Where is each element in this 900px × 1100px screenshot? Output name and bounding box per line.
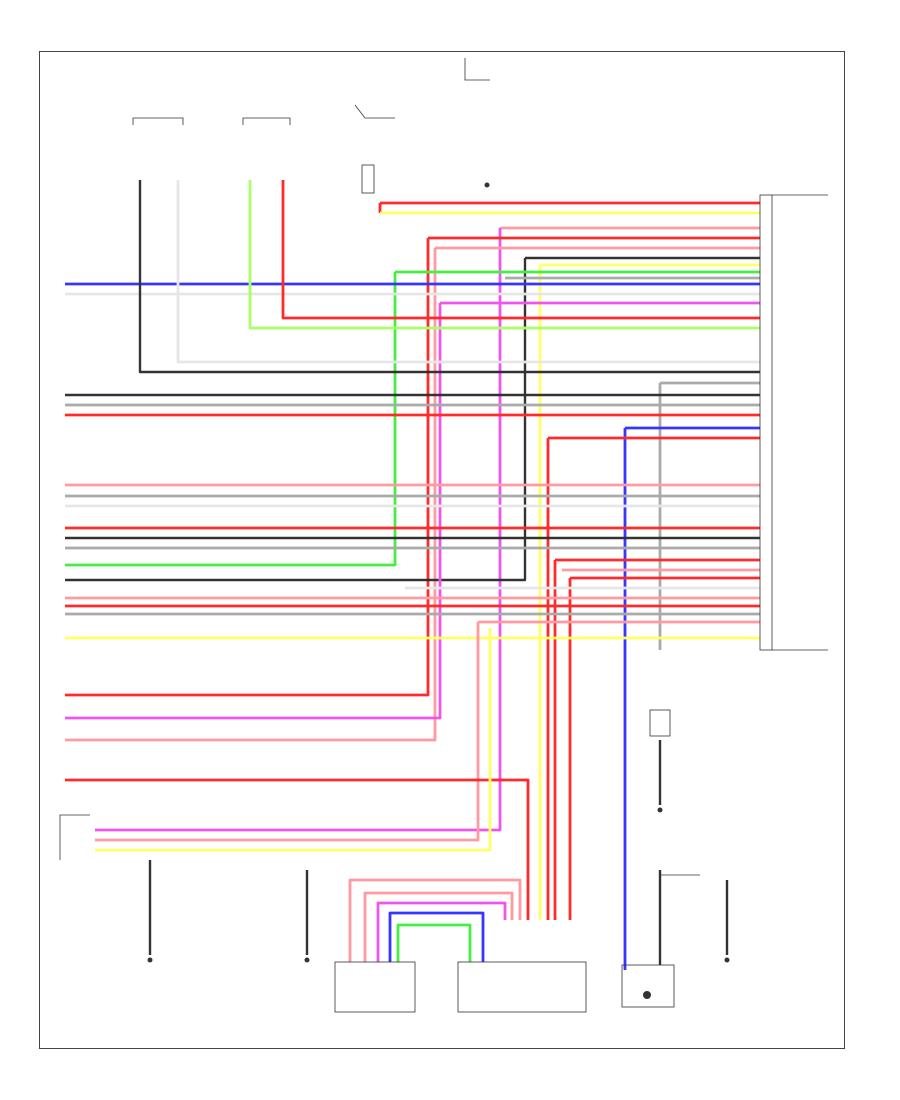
- wire-pink-55: [348, 878, 522, 962]
- wire-red-6: [65, 238, 430, 697]
- main-ecu-connector: [759, 194, 773, 651]
- upper-left-2-bracket: [242, 117, 291, 125]
- top-switch-symbol: [354, 104, 395, 119]
- right-connector-box: [457, 961, 587, 1013]
- wire-black-10: [65, 258, 527, 582]
- speed-sensor-ground-point: [657, 807, 663, 813]
- top-switch-box: [361, 164, 375, 194]
- wire-yellow-52: [95, 628, 492, 852]
- wire-black-22: [138, 180, 760, 374]
- left-connector-box: [334, 961, 416, 1013]
- wire-green-59: [396, 923, 472, 962]
- right-module-box: [621, 964, 675, 1008]
- right-module-lamp-icon: [643, 991, 651, 999]
- wire-violet-4: [95, 228, 502, 832]
- wire-lightgreen-21: [248, 180, 760, 330]
- speed-sensor-box: [649, 709, 671, 737]
- wire-white-23: [176, 180, 760, 364]
- wire-green-14: [65, 272, 397, 567]
- wire-pink-56: [363, 891, 514, 962]
- top-ground-bracket: [464, 58, 490, 81]
- wire-red-51: [65, 778, 530, 920]
- component-group: [59, 58, 828, 1013]
- wire-violet-19: [65, 303, 442, 720]
- wire-pink-8: [65, 248, 437, 742]
- ground-center-point: [304, 957, 310, 963]
- wire-pink-50: [95, 622, 480, 842]
- diagram-frame: [39, 51, 845, 1049]
- wire-violet-57: [376, 901, 507, 962]
- lower-left-ground-point: [147, 957, 153, 963]
- wire-blue-58: [388, 911, 485, 962]
- wire-group: [65, 180, 760, 970]
- top-ground-point: [484, 182, 490, 188]
- right-ground-point: [724, 957, 730, 963]
- right-module-bracket: [659, 874, 700, 930]
- upper-left-1-bracket: [132, 117, 184, 125]
- lower-left-module-bracket: [59, 814, 90, 860]
- wire-red-20: [281, 180, 760, 320]
